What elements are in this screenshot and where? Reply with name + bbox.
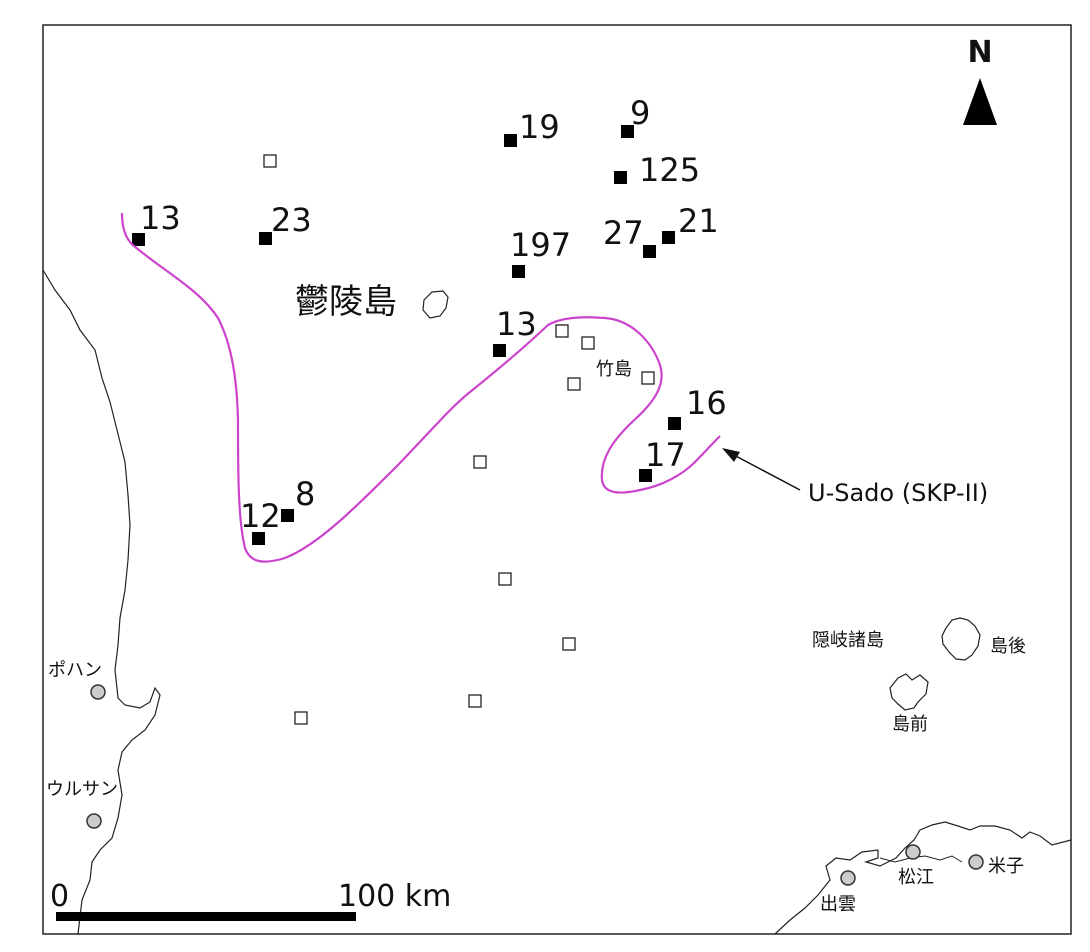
north-label: N — [967, 35, 992, 70]
shimane-coastline — [774, 821, 1072, 935]
map-frame — [42, 24, 1072, 935]
north-arrow-icon — [963, 78, 997, 125]
city-label-yonago: 米子 — [988, 856, 1024, 877]
city-marker — [905, 844, 921, 860]
dogo-label: 島後 — [990, 636, 1026, 657]
filled-site-marker — [132, 233, 145, 246]
filled-site-markers — [132, 125, 681, 545]
lake-shinji-shore — [879, 855, 963, 863]
filled-site-marker — [493, 344, 506, 357]
empty-site-markers — [263, 154, 655, 725]
station-label: 13 — [496, 305, 537, 343]
station-label: 27 — [603, 214, 644, 252]
station-label: 23 — [271, 201, 312, 239]
station-label: 12 — [240, 497, 281, 535]
dozen-island-shape — [889, 673, 929, 711]
city-marker — [90, 684, 106, 700]
empty-site-marker — [263, 154, 277, 168]
empty-site-marker — [581, 336, 595, 350]
korea-coastline — [42, 269, 161, 935]
city-label-pohang: ポハン — [48, 660, 102, 681]
empty-site-marker — [562, 637, 576, 651]
station-label: 13 — [140, 199, 181, 237]
filled-site-marker — [252, 532, 265, 545]
city-marker — [86, 813, 102, 829]
empty-site-marker — [498, 572, 512, 586]
city-marker — [968, 854, 984, 870]
empty-site-marker — [641, 371, 655, 385]
filled-site-marker — [614, 171, 627, 184]
filled-site-marker — [512, 265, 525, 278]
empty-site-marker — [555, 324, 569, 338]
curve-label: U-Sado (SKP-II) — [808, 479, 988, 507]
station-label: 21 — [678, 202, 719, 240]
scale-bar — [56, 912, 356, 921]
filled-site-marker — [504, 134, 517, 147]
city-label-matsue: 松江 — [898, 867, 934, 888]
filled-site-marker — [259, 232, 272, 245]
filled-site-marker — [662, 231, 675, 244]
filled-site-marker — [281, 509, 294, 522]
station-label: 19 — [519, 108, 560, 146]
filled-site-marker — [668, 417, 681, 430]
takeshima-label: 竹島 — [596, 359, 632, 380]
station-label: 8 — [295, 475, 315, 513]
filled-site-marker — [639, 469, 652, 482]
u-sado-curve — [120, 212, 721, 563]
oki-islands-label: 隠岐諸島 — [812, 630, 884, 651]
city-markers — [86, 684, 984, 886]
city-label-izumo: 出雲 — [820, 894, 856, 915]
station-label: 17 — [645, 436, 686, 474]
dozen-label: 島前 — [892, 714, 928, 735]
ulleungdo-label: 鬱陵島 — [295, 282, 397, 322]
station-label: 16 — [686, 384, 727, 422]
city-label-ulsan: ウルサン — [46, 779, 118, 800]
empty-site-marker — [567, 377, 581, 391]
station-label: 9 — [630, 94, 650, 132]
empty-site-marker — [294, 711, 308, 725]
curve-label-arrow — [722, 448, 801, 491]
station-label: 125 — [639, 151, 700, 189]
filled-site-marker — [621, 125, 634, 138]
dogo-island-shape — [941, 617, 981, 661]
scale-start-label: 0 — [50, 879, 69, 914]
ulleungdo-island-shape — [422, 290, 449, 319]
empty-site-marker — [473, 455, 487, 469]
station-label: 197 — [510, 226, 571, 264]
empty-site-marker — [468, 694, 482, 708]
scale-end-label: 100 km — [338, 879, 451, 914]
city-marker — [840, 870, 856, 886]
filled-site-marker — [643, 245, 656, 258]
